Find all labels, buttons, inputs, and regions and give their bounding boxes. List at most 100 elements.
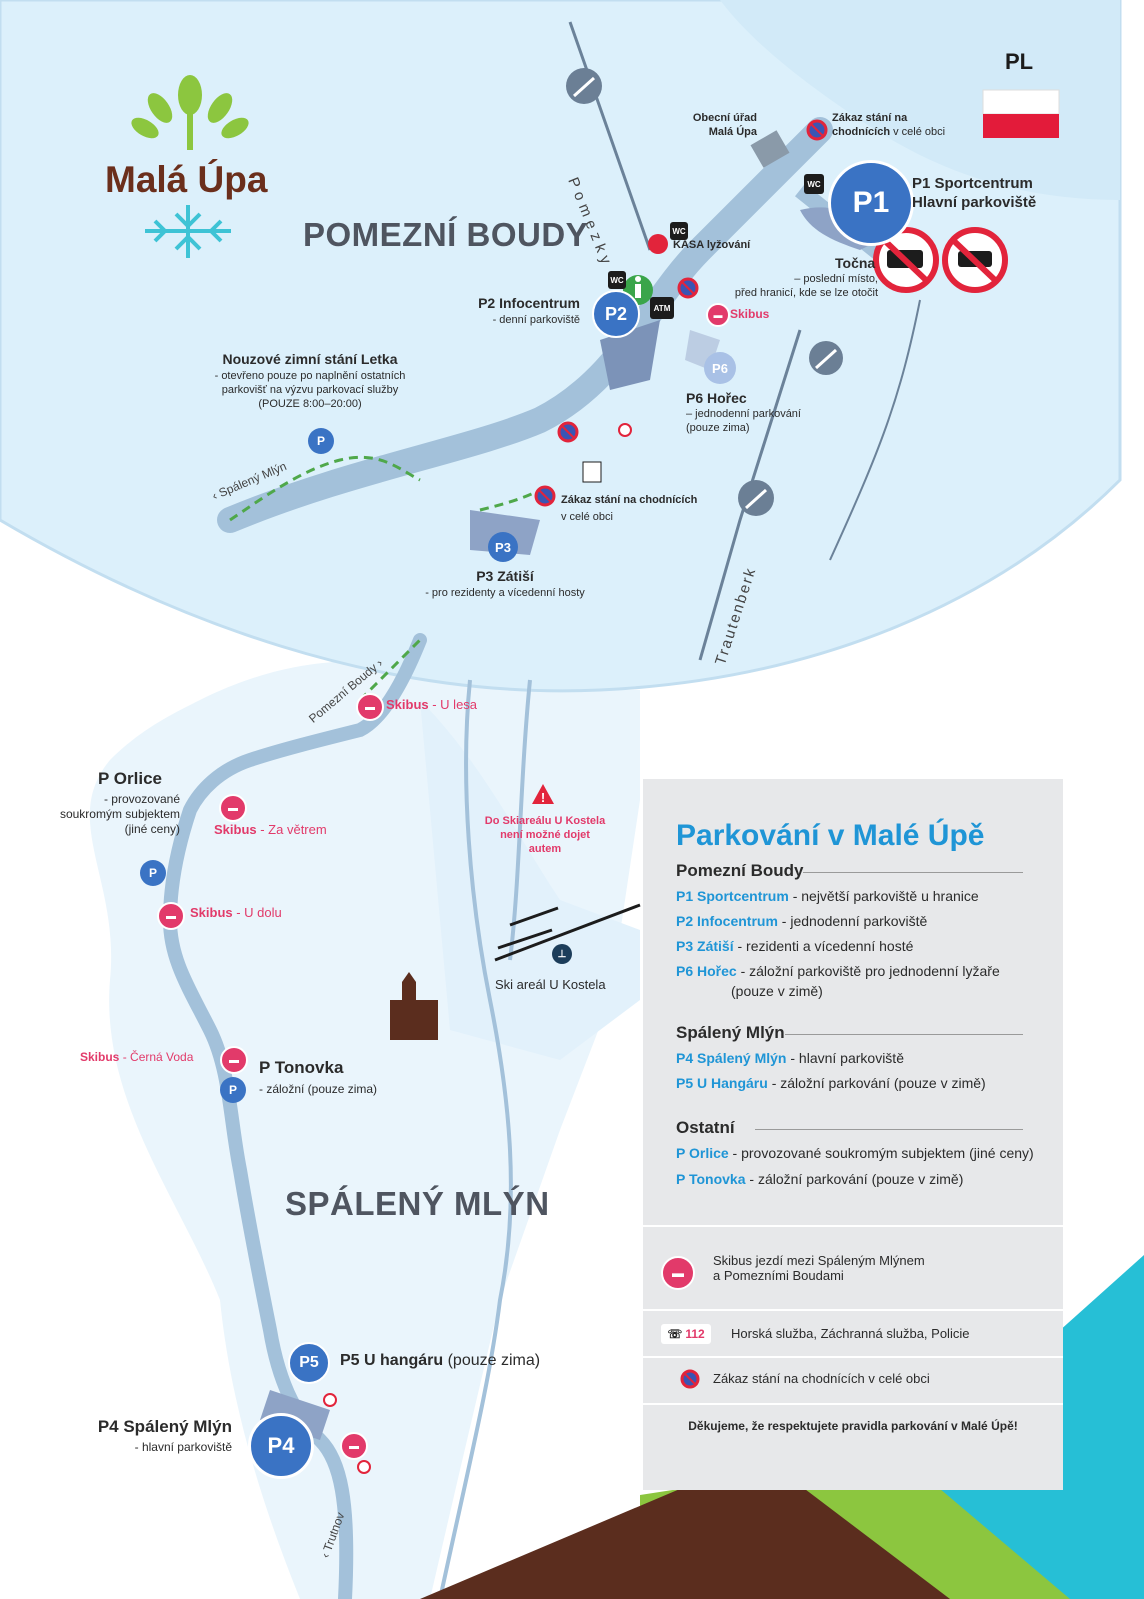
ski-lift-line (494, 903, 641, 962)
warning-icon: ! (532, 784, 554, 805)
phone-note: Horská služba, Záchranná služba, Policie (731, 1326, 970, 1341)
skier-icon-1 (566, 68, 602, 104)
legend-text: (pouze v zimě) (731, 983, 823, 999)
wc-badge: WC (804, 174, 824, 194)
mountain-rescue-icon (582, 461, 602, 483)
skibus-icon: ▬ (706, 303, 730, 327)
letka-title: Nouzové zimní stání Letka (222, 351, 398, 367)
tocna-desc: – poslední místo, před hranicí, kde se l… (734, 273, 878, 299)
skibus-icon: ▬ (661, 1256, 695, 1290)
legend-row: P Tonovka - záložní parkování (pouze v z… (676, 1171, 963, 1187)
road-pomezky (568, 21, 652, 251)
p-badge-tonovka: P (220, 1077, 246, 1103)
legend-text: - provozované soukromým subjektem (jiné … (728, 1145, 1034, 1161)
za-vetrem-text: - Za větrem (256, 822, 327, 837)
skier-icon-2 (809, 341, 843, 375)
kasa-label: KASA lyžování (673, 239, 751, 251)
top-region-hill (720, 0, 1120, 200)
legend-row: P4 Spálený Mlýn - hlavní parkoviště (676, 1050, 904, 1066)
stop-marker (323, 1393, 337, 1407)
road-valley-b (508, 679, 532, 961)
legend-key: P Orlice (676, 1145, 729, 1161)
za-vetrem-label: Skibus - Za větrem (214, 822, 327, 838)
p2-title: P2 Infocentrum (478, 295, 580, 311)
brand-name: Malá Úpa (105, 159, 268, 200)
p2-desc: - denní parkoviště (492, 314, 580, 326)
skibus-icon: ▬ (157, 902, 185, 930)
skibus-icon: ▬ (219, 794, 247, 822)
legend-row: P6 Hořec - záložní parkoviště pro jednod… (676, 963, 1000, 979)
wc-badge: WC (608, 271, 626, 289)
deco-brown (420, 1455, 950, 1599)
u-dolu-label: Skibus - U dolu (190, 905, 282, 921)
legend-section-heading: Spálený Mlýn (676, 1023, 785, 1042)
legend-key: P5 U Hangáru (676, 1075, 768, 1091)
skibus-note: Skibus jezdí mezi Spáleným Mlýnem a Pome… (713, 1253, 925, 1283)
legend-text: - záložní parkování (pouze v zimě) (767, 1075, 986, 1091)
legend-row: P Orlice - provozované soukromým subjekt… (676, 1145, 1034, 1161)
phone-icon: ☏ (667, 1327, 683, 1341)
church-icon (390, 972, 438, 1040)
skibus-label: Skibus (214, 822, 257, 837)
legend-text: - záložní parkování (pouze v zimě) (745, 1171, 964, 1187)
tonovka-title: P Tonovka (259, 1058, 344, 1077)
zakaz-note: Zákaz stání na chodnících v celé obci (713, 1371, 930, 1386)
skier-icon-3 (738, 480, 774, 516)
tonovka-desc: - záložní (pouze zima) (259, 1082, 378, 1096)
p5-badge: P5 (288, 1342, 330, 1384)
orlice-title: P Orlice (98, 769, 162, 788)
zakaz-mid-title: Zákaz stání na chodnících (561, 494, 698, 506)
ski-lift-line-3 (497, 928, 553, 950)
tocna-title: Točna (835, 255, 876, 271)
p5-desc: (pouze zima) (443, 1352, 541, 1369)
legend-section-heading: Ostatní (676, 1118, 735, 1137)
legend-row: (pouze v zimě) (731, 983, 823, 999)
kasa-icon (648, 234, 668, 254)
cerna-voda-label: Skibus - Černá Voda (80, 1050, 193, 1065)
p3-desc: - pro rezidenty a vícedenní hosty (425, 587, 585, 599)
p1-badge: P1 (828, 160, 914, 246)
legend-text: - jednodenní parkoviště (777, 913, 928, 929)
phone-number: 112 (685, 1327, 705, 1341)
legend-row: P1 Sportcentrum - největší parkoviště u … (676, 888, 979, 904)
flag-red (983, 114, 1059, 138)
skibus-label: Skibus (190, 905, 233, 920)
skibus-label: Skibus (386, 697, 429, 712)
no-parking-icon (677, 277, 699, 299)
svg-text:!: ! (541, 790, 545, 805)
legend-row: P3 Zátiší - rezidenti a vícedenní hosté (676, 938, 913, 954)
p3-title: P3 Zátiší (476, 568, 534, 584)
road-valley-a (438, 679, 513, 1599)
p6-badge: P6 (704, 352, 736, 384)
country-code: PL (1005, 49, 1034, 74)
divider (755, 1129, 1023, 1130)
skibus-icon: ▬ (220, 1046, 248, 1074)
zakaz-mid-desc: v celé obci (561, 511, 613, 523)
p6-title: P6 Hořec (686, 390, 747, 406)
logo-leaves-icon (131, 75, 249, 150)
legend-key: P4 Spálený Mlýn (676, 1050, 787, 1066)
legend-key: P2 Infocentrum (676, 913, 778, 929)
divider (643, 1403, 1063, 1405)
zakaz-top-b: chodnících (832, 125, 891, 138)
legend-text: - záložní parkoviště pro jednodenní lyža… (736, 963, 1000, 979)
flag-white (982, 89, 1060, 115)
zakaz-top-c: v celé obci (890, 125, 946, 138)
kostel-warning: Do Skiareálu U Kostela není možné dojet … (484, 815, 606, 855)
stop-marker (357, 1460, 371, 1474)
no-parking-icon (557, 421, 579, 443)
legend-row: P5 U Hangáru - záložní parkování (pouze … (676, 1075, 986, 1091)
legend-row: P2 Infocentrum - jednodenní parkoviště (676, 913, 927, 929)
divider (803, 872, 1023, 873)
area-spaleny-mlyn: SPÁLENÝ MLÝN (285, 1185, 550, 1222)
ski-lift-line-2 (509, 906, 559, 927)
p5-title: P5 U hangáru (340, 1352, 444, 1369)
p2-badge: P2 (592, 290, 640, 338)
stop-marker (618, 423, 632, 437)
p5-label: P5 U hangáru (pouze zima) (340, 1351, 540, 1371)
p6-desc: – jednodenní parkování (pouze zima) (686, 408, 801, 434)
lot-p4 (260, 1390, 330, 1440)
legend-title: Parkování v Malé Úpě (676, 819, 985, 852)
u-dolu-text: - U dolu (232, 905, 282, 920)
divider (643, 1225, 1063, 1227)
